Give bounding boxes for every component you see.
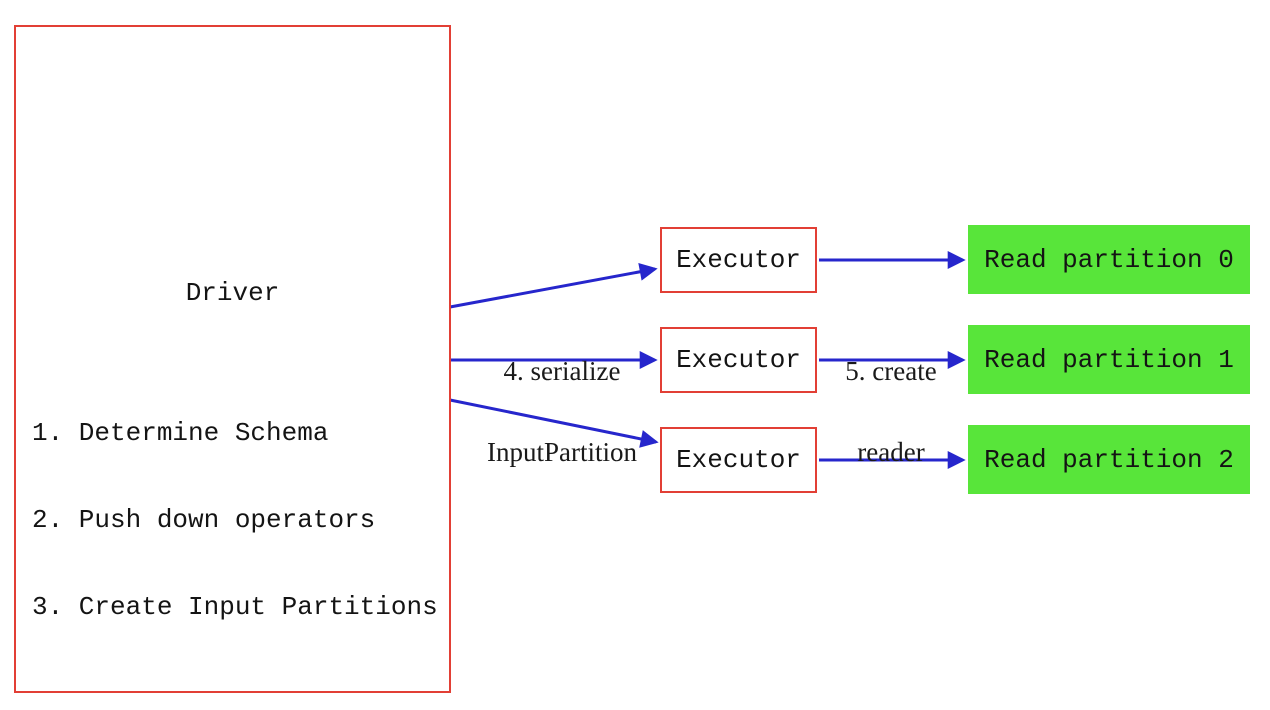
read-partition-label-0: Read partition 0	[984, 244, 1234, 275]
serialize-label-line1: 4. serialize	[503, 356, 621, 386]
serialize-inputpartition-label: 4. serialize InputPartition	[447, 304, 677, 520]
driver-box: Driver 1. Determine Schema 2. Push down …	[14, 25, 451, 693]
executor-label-1: Executor	[676, 345, 801, 375]
arrow-driver-to-executor-0	[449, 262, 658, 309]
arrow-driver-to-executor-2	[449, 398, 659, 448]
reader-label-line2: reader	[857, 437, 925, 467]
driver-steps: 1. Determine Schema 2. Push down operato…	[32, 361, 438, 680]
executor-label-0: Executor	[676, 245, 801, 275]
create-reader-label: 5. create reader	[793, 304, 989, 520]
executor-box-2: Executor	[660, 427, 817, 493]
executor-box-0: Executor	[660, 227, 817, 293]
serialize-label-line2: InputPartition	[487, 437, 637, 467]
read-partition-box-0: Read partition 0	[968, 225, 1250, 294]
read-partition-box-1: Read partition 1	[968, 325, 1250, 394]
driver-step-1: 1. Determine Schema	[32, 418, 329, 448]
driver-step-2: 2. Push down operators	[32, 505, 376, 535]
read-partition-label-2: Read partition 2	[984, 444, 1234, 475]
executor-box-1: Executor	[660, 327, 817, 393]
read-partition-box-2: Read partition 2	[968, 425, 1250, 494]
driver-step-3: 3. Create Input Partitions	[32, 592, 438, 622]
reader-label-line1: 5. create	[845, 356, 937, 386]
executor-label-2: Executor	[676, 445, 801, 475]
read-partition-label-1: Read partition 1	[984, 344, 1234, 375]
driver-title: Driver	[185, 278, 280, 308]
